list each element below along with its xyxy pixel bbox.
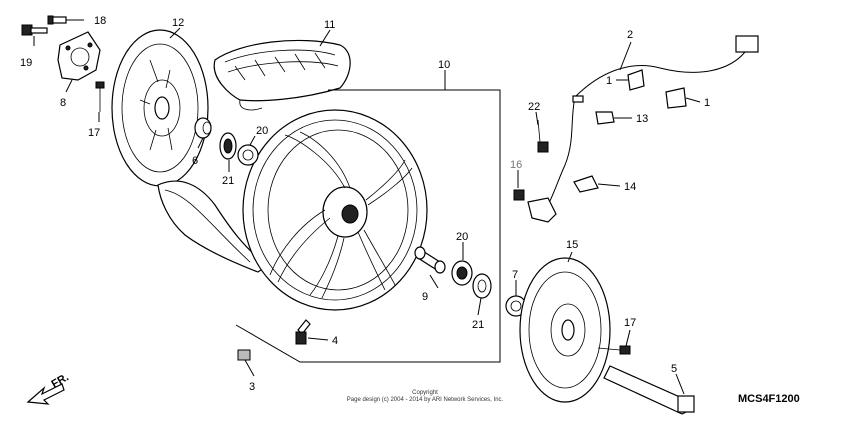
callout-21-right: 21 [472,319,484,331]
direction-label: FR. [50,371,71,390]
clamp-13[interactable] [595,111,615,125]
callout-17-right: 17 [624,317,636,329]
group-box-10 [235,70,501,363]
copyright-line-1: Copyright [412,390,438,396]
callout-4: 4 [332,335,338,347]
oil-seal-21-right[interactable] [472,273,492,299]
callout-14: 14 [624,181,636,193]
brake-disc-12[interactable] [111,29,209,187]
bolt-22[interactable] [537,119,549,153]
clamp-1b[interactable] [665,87,687,109]
callout-13: 13 [636,113,648,125]
callout-21-left: 21 [222,175,234,187]
bracket-14[interactable] [573,175,599,193]
callout-1b: 1 [704,97,710,109]
air-valve-4[interactable] [295,319,311,345]
callout-22: 22 [528,101,540,113]
callout-16: 16 [510,159,522,171]
wheel-10[interactable] [242,109,428,311]
callout-20-right: 20 [456,231,468,243]
callout-2: 2 [627,29,633,41]
callout-6: 6 [192,155,198,167]
bolt-17-right[interactable] [597,345,631,355]
bolt-17-left[interactable] [95,81,105,112]
pulser-rotor-8[interactable] [57,31,101,81]
distance-collar-9[interactable] [414,246,446,274]
oil-seal-21-left[interactable] [219,132,237,160]
bearing-20-left[interactable] [237,144,259,166]
speed-sensor[interactable] [527,197,557,223]
leader-lines [33,19,701,395]
front-axle-5[interactable] [603,365,695,415]
collar-6[interactable] [194,117,212,139]
clamp-1a[interactable] [627,69,645,91]
callout-10: 10 [438,59,450,71]
callout-17-left: 17 [88,127,100,139]
tire-11[interactable] [213,39,351,111]
brake-disc-15[interactable] [519,257,611,403]
callout-7: 7 [512,269,518,281]
callout-15: 15 [566,239,578,251]
callout-1a: 1 [606,75,612,87]
callout-3: 3 [249,381,255,393]
callout-12: 12 [172,17,184,29]
sensor-harness-2[interactable] [544,35,759,211]
callout-18: 18 [94,15,106,27]
balance-weight-3[interactable] [237,349,251,361]
front-direction-arrow: FR. [26,371,71,405]
callout-labels: 18 19 8 12 11 10 17 6 20 21 20 9 21 4 3 … [20,15,710,393]
callout-19: 19 [20,57,32,69]
callout-9: 9 [422,291,428,303]
callout-5: 5 [671,363,677,375]
callout-20-left: 20 [256,125,268,137]
diagram-code: MCS4F1200 [738,393,800,405]
bolt-16[interactable] [513,189,525,201]
callout-11: 11 [324,19,335,31]
bolt-19[interactable] [21,24,48,36]
bearing-20-right[interactable] [451,260,473,286]
copyright-line-2: Page design (c) 2004 - 2014 by ARI Netwo… [347,397,504,403]
callout-8: 8 [60,97,66,109]
